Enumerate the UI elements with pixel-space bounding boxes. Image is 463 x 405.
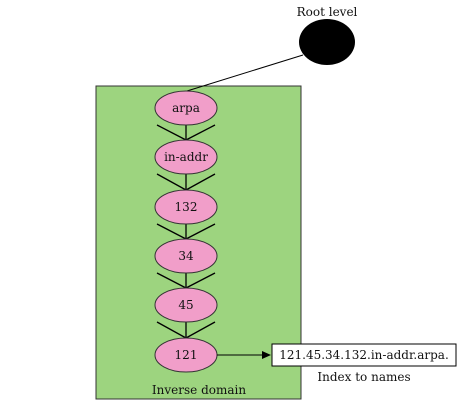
connector-line [156, 321, 187, 339]
domain-node-45: 45 [154, 287, 218, 323]
connector-line [185, 321, 216, 339]
connector-line [185, 173, 216, 191]
node-label: 121 [175, 348, 198, 362]
tree-connectors [156, 124, 216, 339]
address-text: 121.45.34.132.in-addr.arpa. [279, 348, 449, 362]
arrow-head [262, 351, 271, 359]
domain-node-132: 132 [154, 189, 218, 225]
root-level-label: Root level [297, 5, 358, 19]
domain-node-arpa: arpa [154, 90, 218, 126]
connector-line [185, 223, 216, 240]
node-label: arpa [172, 101, 200, 115]
node-label: 45 [178, 298, 193, 312]
connector-line [156, 173, 187, 191]
connector-line [156, 223, 187, 240]
connector-line [156, 124, 187, 141]
domain-node-121: 121 [154, 337, 218, 373]
connector-line [185, 124, 216, 141]
node-label: in-addr [164, 150, 208, 164]
domain-node-34: 34 [154, 238, 218, 274]
root-node [299, 19, 355, 65]
node-label: 132 [175, 200, 198, 214]
connector-line [156, 272, 187, 289]
root-to-arpa-line [186, 54, 304, 92]
index-to-names-label: Index to names [317, 370, 410, 384]
inverse-domain-label: Inverse domain [152, 383, 246, 397]
connector-line [185, 272, 216, 289]
domain-node-in-addr: in-addr [154, 139, 218, 175]
node-label: 34 [178, 249, 194, 263]
address-box [271, 343, 457, 367]
